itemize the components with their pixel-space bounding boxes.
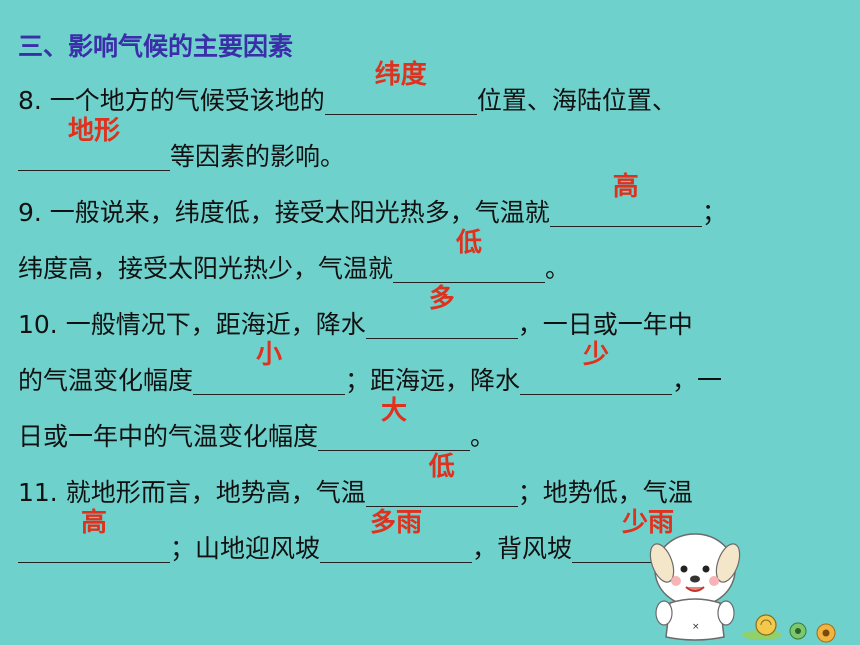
q10-text-1: 10. 一般情况下，距海近，降水 — [18, 310, 366, 339]
snail-decoration-icon — [742, 614, 836, 643]
q9-text-3: 纬度高，接受太阳光热少，气温就 — [18, 254, 394, 283]
q10-answer-4: 大 — [381, 396, 408, 426]
q9-text-4: 。 — [545, 254, 571, 283]
q8-line-2: 地形等因素的影响。 — [18, 116, 346, 174]
q10-text-3: 的气温变化幅度 — [18, 366, 194, 395]
q8-answer-1: 纬度 — [374, 60, 427, 90]
q10-blank-4: 大 — [318, 396, 471, 451]
q10-blank-2: 小 — [193, 340, 346, 395]
q8-text-1: 8. 一个地方的气候受该地的 — [18, 86, 325, 115]
q8-text-2: 位置、海陆位置、 — [476, 86, 677, 115]
q10-line-3: 日或一年中的气温变化幅度 大。 — [18, 396, 496, 454]
q11-text-1: 11. 就地形而言，地势高，气温 — [18, 478, 366, 507]
q8-blank-1: 纬度 — [324, 60, 477, 115]
section-heading: 三、影响气候的主要因素 — [18, 32, 294, 61]
q11-blank-1: 低 — [365, 452, 518, 507]
q8-blank-2: 地形 — [18, 116, 170, 171]
q10-line-1: 10. 一般情况下，距海近，降水 多 ，一日或一年中 — [18, 284, 693, 342]
cartoon-dog-icon: × — [649, 533, 741, 641]
q10-text-7: 。 — [470, 422, 496, 451]
q9-line-1: 9. 一般说来，纬度低，接受太阳光热多，气温就 高 ； — [18, 172, 727, 230]
q10-text-5: ，一 — [672, 366, 723, 395]
q11-blank-3: 多雨 — [320, 508, 473, 563]
q10-text-2: ，一日或一年中 — [517, 310, 693, 339]
q10-blank-3: 少 — [520, 340, 673, 395]
q10-blank-1: 多 — [365, 284, 518, 339]
q9-answer-1: 高 — [612, 172, 639, 202]
q9-line-2: 纬度高，接受太阳光热少，气温就 低。 — [18, 228, 571, 286]
q10-answer-3: 少 — [583, 340, 610, 370]
q11-answer-3: 多雨 — [370, 508, 423, 538]
q10-text-4: ；距海远，降水 — [345, 366, 521, 395]
q11-line-1: 11. 就地形而言，地势高，气温 低 ；地势低，气温 — [18, 452, 693, 510]
q11-blank-4: 少雨 — [572, 508, 725, 563]
q8-text-3: 等因素的影响。 — [170, 142, 346, 171]
q11-text-4: ，背风坡 — [472, 534, 573, 563]
q11-blank-2: 高 — [18, 508, 170, 563]
q8-answer-2: 地形 — [67, 116, 120, 146]
q9-text-1: 9. 一般说来，纬度低，接受太阳光热多，气温就 — [18, 198, 550, 227]
q11-answer-4: 少雨 — [622, 508, 675, 538]
q10-text-6: 日或一年中的气温变化幅度 — [18, 422, 319, 451]
q11-text-3: ；山地迎风坡 — [170, 534, 321, 563]
q9-text-2: ； — [701, 198, 727, 227]
q8-line-1: 8. 一个地方的气候受该地的 纬度位置、海陆位置、 — [18, 60, 677, 118]
q11-answer-1: 低 — [428, 452, 455, 482]
svg-text:×: × — [692, 622, 700, 632]
q10-line-2: 的气温变化幅度 小 ；距海远，降水 少 ，一 — [18, 340, 723, 398]
q11-text-2: ；地势低，气温 — [517, 478, 693, 507]
q11-answer-2: 高 — [80, 508, 107, 538]
q9-blank-2: 低 — [393, 228, 546, 283]
q9-answer-2: 低 — [456, 228, 483, 258]
q9-blank-1: 高 — [549, 172, 702, 227]
q10-answer-2: 小 — [256, 340, 283, 370]
q10-answer-1: 多 — [428, 284, 455, 314]
